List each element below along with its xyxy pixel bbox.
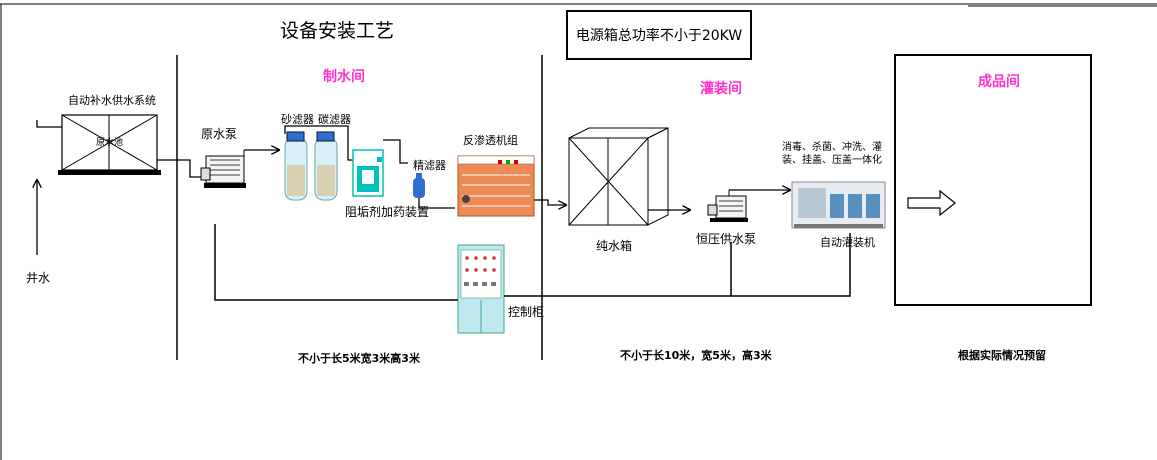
dosing-device-icon xyxy=(352,149,384,197)
carbon-filter-icon xyxy=(314,131,338,201)
filling-machine-icon xyxy=(791,181,886,229)
raw-water-tank xyxy=(58,114,161,175)
const-pump-icon xyxy=(707,190,748,222)
label-well-water: 井水 xyxy=(26,271,51,285)
label-carbon-filter: 碳滤器 xyxy=(318,113,351,126)
label-const-pump: 恒压供水泵 xyxy=(696,232,757,246)
pipe-to-precision-filter xyxy=(383,139,408,164)
pure-water-tank xyxy=(568,127,669,226)
label-sand-filter: 砂滤器 xyxy=(281,113,314,126)
zone-label-water-room: 制水间 xyxy=(323,69,365,85)
label-auto-supply: 自动补水供水系统 xyxy=(68,94,156,107)
label-ro-unit: 反渗透机组 xyxy=(463,134,518,147)
size-water-room: 不小于长5米宽3米高3米 xyxy=(298,352,420,365)
control-cabinet-icon xyxy=(457,244,505,334)
precision-filter-icon xyxy=(413,173,425,198)
pipe-tank-to-pump xyxy=(157,159,203,178)
raw-pump-icon xyxy=(200,150,246,188)
page-frame xyxy=(0,3,1157,460)
size-product-room: 根据实际情况预留 xyxy=(958,349,1046,362)
label-raw-pool: 原水池 xyxy=(96,138,124,148)
pipe-ro-to-tank xyxy=(534,199,566,205)
pipe-to-ro xyxy=(418,198,455,209)
label-precision-filter: 精滤器 xyxy=(413,159,446,172)
sand-filter-icon xyxy=(284,131,308,201)
well-water-pipe xyxy=(37,120,62,255)
label-filling-desc: 消毒、杀菌、冲洗、灌装、挂盖、压盖一体化 xyxy=(782,142,882,166)
control-wiring xyxy=(214,224,851,301)
zone-label-filling-room: 灌装间 xyxy=(700,81,742,97)
label-pure-tank: 纯水箱 xyxy=(596,239,633,253)
zone-label-product-room: 成品间 xyxy=(978,74,1020,90)
power-note: 电源箱总功率不小于20KW xyxy=(566,10,752,60)
hollow-arrow-icon xyxy=(907,189,956,217)
label-scale-inhibitor: 阻垢剂加药装置 xyxy=(345,205,430,219)
filter-pipes xyxy=(284,125,358,161)
label-filling-machine: 自动灌装机 xyxy=(820,236,875,249)
ro-unit-icon xyxy=(457,155,535,217)
label-raw-pump: 原水泵 xyxy=(201,127,238,141)
label-control-cabinet: 控制柜 xyxy=(508,305,545,319)
size-filling-room: 不小于长10米，宽5米，高3米 xyxy=(620,349,772,362)
product-room-box xyxy=(894,54,1092,306)
page-title: 设备安装工艺 xyxy=(280,20,395,42)
